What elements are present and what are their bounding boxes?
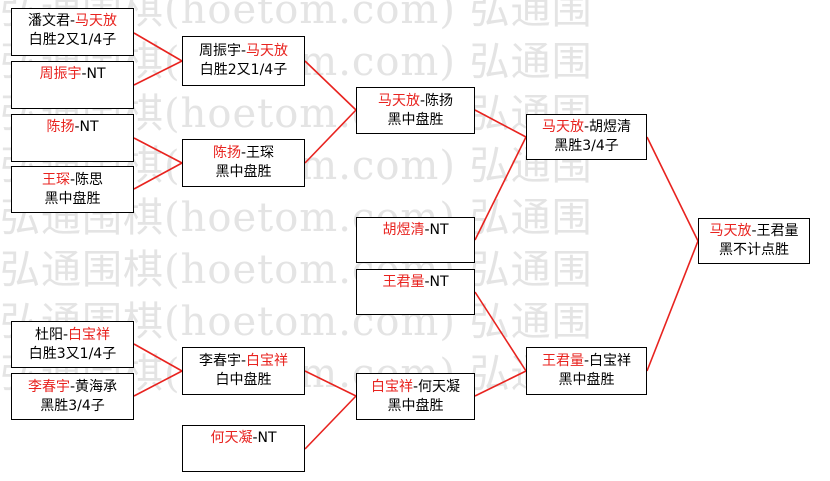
winner-name: 陈扬: [212, 145, 241, 161]
separator: -: [583, 119, 590, 135]
player-name: 白宝祥: [589, 353, 632, 369]
winner-name: 何天凝: [210, 430, 253, 446]
separator: -: [240, 145, 247, 161]
match-box-r3-2: 胡煜清-NT: [356, 217, 475, 263]
winner-name: 马天放: [541, 119, 584, 135]
match-result: 黑中盘胜: [215, 164, 272, 180]
match-result: 黑中盘胜: [387, 397, 444, 414]
separator: -: [69, 171, 76, 188]
match-box-r3-1: 马天放-陈扬 黑中盘胜: [356, 87, 475, 134]
connector-line: [133, 137, 183, 164]
separator: -: [81, 66, 87, 82]
separator: -: [419, 92, 426, 109]
watermark-row: 弘通围棋(hoetom.com) 弘通围: [0, 247, 593, 293]
connector-line: [474, 291, 527, 372]
separator: -: [240, 43, 247, 59]
player-name: 李春宇: [198, 353, 241, 369]
connector-line: [646, 240, 699, 372]
match-box-r2-3: 李春宇-白宝祥 白中盘胜: [182, 347, 305, 395]
winner-name: 马天放: [377, 92, 420, 109]
player-name: NT: [429, 222, 449, 238]
separator: -: [412, 378, 419, 395]
match-result: 黑中盘胜: [558, 372, 615, 388]
match-result: 黑中盘胜: [44, 190, 101, 207]
connector-line: [133, 370, 183, 397]
separator: -: [424, 274, 430, 290]
player-name: 陈思: [75, 171, 104, 188]
separator: -: [583, 353, 590, 369]
match-box-r1-2: 周振宇-NT: [11, 61, 134, 109]
match-result: 白中盘胜: [215, 372, 272, 388]
player-name: NT: [86, 66, 106, 82]
match-result: 黑不计点胜: [719, 242, 789, 258]
winner-name: 马天放: [246, 43, 289, 59]
winner-name: 李春宇: [27, 378, 70, 395]
match-result: 白胜2又1/4子: [28, 32, 117, 48]
winner-name: 胡煜清: [382, 222, 425, 238]
winner-name: 马天放: [75, 13, 118, 29]
winner-name: 陈扬: [46, 119, 75, 135]
player-name: 陈扬: [425, 92, 454, 109]
connector-line: [304, 60, 357, 111]
match-box-r3-4: 白宝祥-何天凝 黑中盘胜: [356, 373, 475, 420]
connector-line: [304, 395, 357, 450]
player-name: 杜阳: [34, 326, 63, 343]
match-box-r1-1: 潘文君-马天放 白胜2又1/4子: [11, 8, 134, 56]
match-result: 黑胜3/4子: [554, 138, 619, 154]
match-box-r2-2: 陈扬-王琛 黑中盘胜: [182, 139, 305, 187]
match-result: 白胜3又1/4子: [28, 345, 117, 362]
separator: -: [62, 326, 69, 343]
match-box-final: 马天放-王君量 黑不计点胜: [698, 218, 810, 264]
player-name: NT: [79, 119, 99, 135]
match-box-r4-2: 王君量-白宝祥 黑中盘胜: [526, 347, 647, 395]
match-box-r1-6: 李春宇-黄海承 黑胜3/4子: [11, 373, 134, 420]
winner-name: 王君量: [541, 353, 584, 369]
winner-name: 王琛: [41, 171, 70, 188]
winner-name: 周振宇: [39, 66, 82, 82]
winner-name: 白宝祥: [370, 378, 413, 395]
connector-line: [474, 109, 527, 138]
connector-line: [646, 136, 699, 242]
match-box-r1-3: 陈扬-NT: [11, 114, 134, 162]
match-box-r2-1: 周振宇-马天放 白胜2又1/4子: [182, 36, 305, 86]
connector-line: [133, 32, 183, 62]
separator: -: [69, 378, 76, 395]
player-name: 王君量: [756, 223, 799, 239]
connector-line: [474, 136, 527, 241]
match-result: 黑中盘胜: [387, 111, 444, 128]
separator: -: [424, 222, 430, 238]
winner-name: 白宝祥: [68, 326, 111, 343]
separator: -: [69, 13, 76, 29]
player-name: 王琛: [246, 145, 275, 161]
player-name: 胡煜清: [589, 119, 632, 135]
connector-line: [133, 162, 183, 190]
connector-line: [133, 60, 183, 86]
player-name: 周振宇: [198, 43, 241, 59]
player-name: 黄海承: [75, 378, 118, 395]
separator: -: [252, 430, 258, 446]
match-result: 黑胜3/4子: [40, 397, 105, 414]
match-box-r2-4: 何天凝-NT: [182, 425, 305, 472]
player-name: 何天凝: [418, 378, 461, 395]
match-result: 白胜2又1/4子: [199, 62, 288, 78]
match-box-r3-3: 王君量-NT: [356, 269, 475, 315]
player-name: NT: [429, 274, 449, 290]
winner-name: 马天放: [709, 223, 752, 239]
winner-name: 王君量: [382, 274, 425, 290]
connector-line: [304, 109, 357, 164]
connector-line: [474, 370, 527, 397]
match-box-r1-4: 王琛-陈思 黑中盘胜: [11, 166, 134, 213]
connector-line: [304, 370, 357, 397]
winner-name: 白宝祥: [246, 353, 289, 369]
separator: -: [74, 119, 80, 135]
match-box-r4-1: 马天放-胡煜清 黑胜3/4子: [526, 114, 647, 160]
separator: -: [240, 353, 247, 369]
player-name: NT: [257, 430, 277, 446]
separator: -: [751, 223, 757, 239]
player-name: 潘文君: [27, 13, 70, 29]
connector-line: [133, 343, 183, 372]
match-box-r1-5: 杜阳-白宝祥 白胜3又1/4子: [11, 321, 134, 368]
